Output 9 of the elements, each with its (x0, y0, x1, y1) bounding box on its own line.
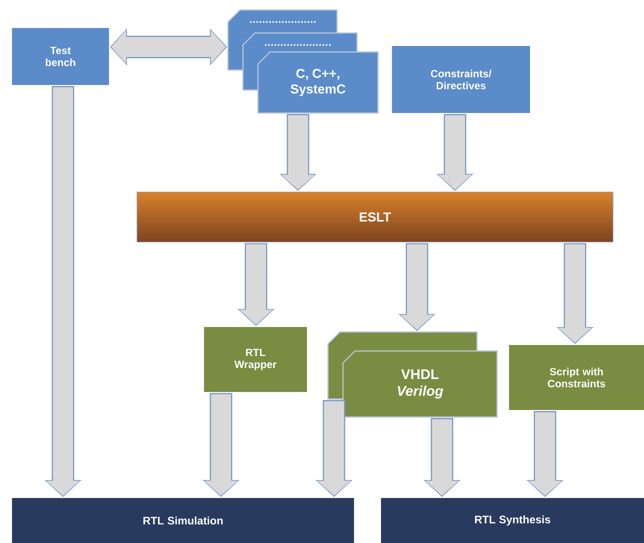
process-box: Constraints/ Directives (392, 46, 530, 113)
document-stack: C, C++, SystemC (227, 9, 379, 114)
tool-bar: ESLT (136, 192, 614, 242)
output-box: Script with Constraints (509, 345, 644, 410)
document-stack: VHDL Verilog (327, 331, 498, 418)
output-box: RTL Wrapper (204, 327, 307, 392)
target-bar: RTL Simulation (12, 498, 354, 543)
target-bar: RTL Synthesis (381, 498, 644, 543)
process-box: Test bench (12, 28, 109, 85)
